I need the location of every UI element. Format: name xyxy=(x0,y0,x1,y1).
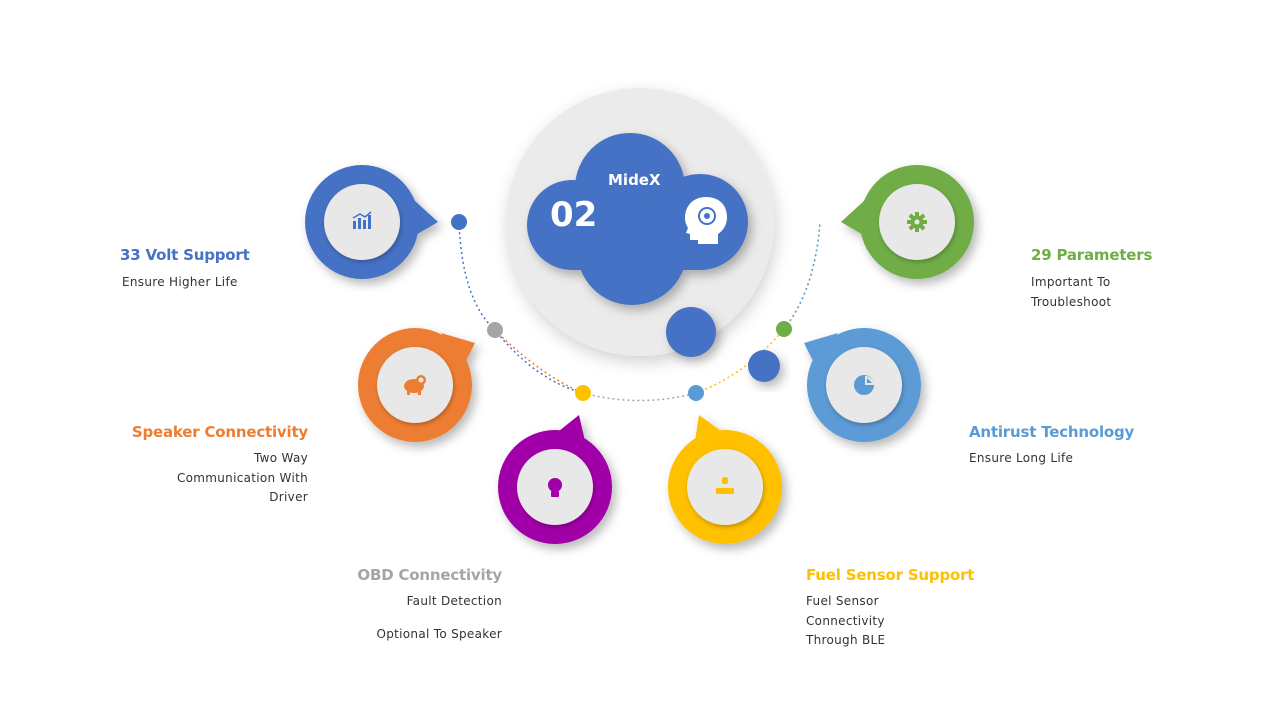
piggy-bank-icon xyxy=(404,375,426,395)
connector-dot-gray xyxy=(487,322,503,338)
center-title: MideX xyxy=(608,171,661,189)
connector-dot-lightblue xyxy=(688,385,704,401)
feature-node-params xyxy=(841,165,974,279)
feature-node-speaker xyxy=(358,328,475,442)
connector-dot-green xyxy=(776,321,792,337)
feature-title: Fuel Sensor Support xyxy=(806,566,975,584)
cloud-bubble-small xyxy=(748,350,780,382)
feature-title: Speaker Connectivity xyxy=(131,423,308,441)
head-gear-icon xyxy=(685,197,727,244)
lightbulb-icon xyxy=(548,478,562,497)
center-number: 02 xyxy=(550,195,598,235)
connector-dot-yellow xyxy=(575,385,591,401)
feature-fuel: Fuel Sensor Support Fuel Sensor Connecti… xyxy=(806,566,974,651)
center-cloud xyxy=(527,133,748,305)
feature-title: Antirust Technology xyxy=(969,423,1135,441)
feature-desc-line: Troubleshoot xyxy=(1031,294,1112,309)
feature-desc-line: Fuel Sensor xyxy=(806,594,879,608)
feature-desc-line: Two Way xyxy=(254,451,308,465)
feature-antirust: Antirust Technology Ensure Long Life xyxy=(969,423,1134,469)
connector-arc-right-upper xyxy=(783,221,821,330)
feature-volt: 33 Volt Support Ensure Higher Life xyxy=(120,246,250,293)
feature-desc-line: Through BLE xyxy=(806,633,886,647)
feature-params: 29 Parameters Important To Troubleshoot xyxy=(1031,246,1152,312)
feature-node-antirust xyxy=(804,328,921,442)
feature-desc-line: Fault Detection xyxy=(406,594,502,608)
connector-dot-blue xyxy=(451,214,467,230)
pie-chart-icon xyxy=(854,375,874,395)
feature-desc-line: Driver xyxy=(269,490,308,504)
feature-desc-line: Connectivity xyxy=(806,613,885,628)
feature-title: 33 Volt Support xyxy=(120,246,250,264)
feature-desc-line: Ensure Higher Life xyxy=(122,275,238,289)
feature-desc-line: Important To xyxy=(1031,275,1111,289)
feature-title: OBD Connectivity xyxy=(357,566,502,584)
feature-obd: OBD Connectivity Fault Detection Optiona… xyxy=(300,566,502,644)
feature-desc-line: Ensure Long Life xyxy=(969,451,1074,465)
connector-arc-orange xyxy=(494,329,584,394)
feature-node-fuel xyxy=(668,415,782,544)
feature-desc-line: Communication With xyxy=(176,470,308,485)
gear-icon xyxy=(907,212,927,232)
cloud-bubble-large xyxy=(666,307,716,357)
person-icon xyxy=(716,477,734,494)
bar-chart-icon xyxy=(352,211,372,229)
feature-title: 29 Parameters xyxy=(1031,246,1153,264)
feature-desc-line: Optional To Speaker xyxy=(376,626,502,641)
feature-node-obd xyxy=(498,415,612,544)
connector-arc-bottom xyxy=(582,392,697,402)
feature-node-volt xyxy=(305,165,438,279)
feature-speaker: Speaker Connectivity Two Way Communicati… xyxy=(90,423,308,508)
